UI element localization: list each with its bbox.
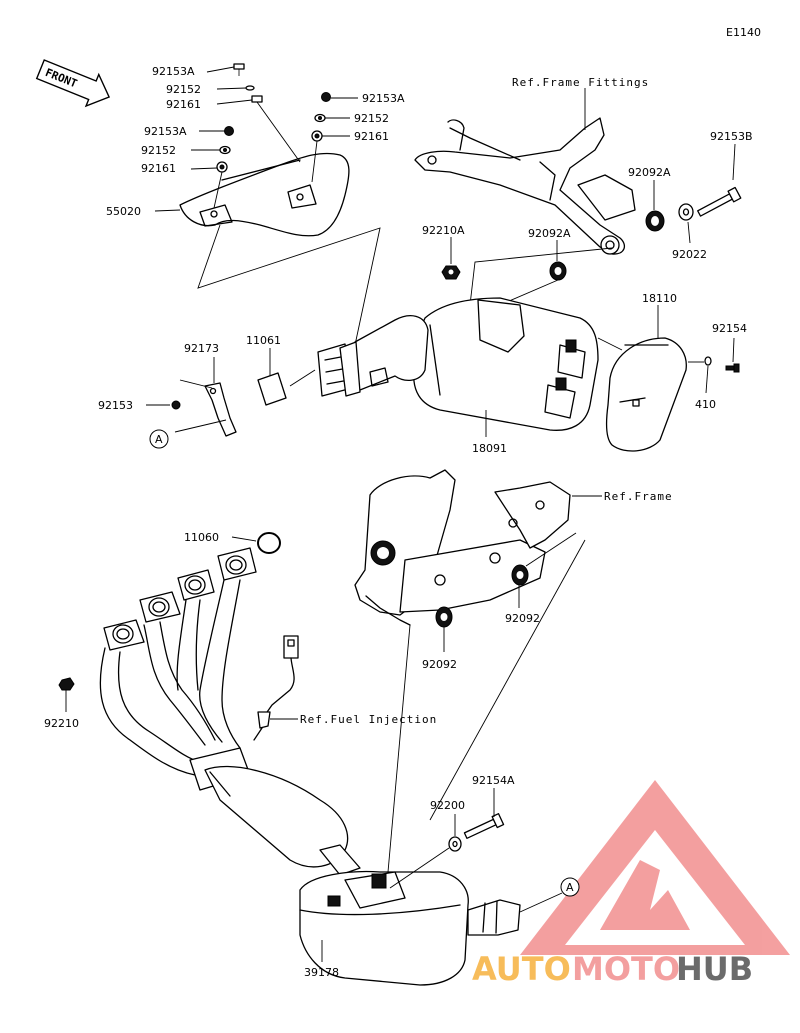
nut-92210 <box>58 677 75 691</box>
watermark-auto: AUTO <box>472 950 571 988</box>
gasket-11061 <box>257 372 287 406</box>
watermark-moto: MOTO <box>572 950 680 988</box>
collar-92161-1 <box>251 95 263 103</box>
callout-92092-2: 92092 <box>422 658 457 671</box>
callout-92152-3: 92152 <box>354 112 389 125</box>
bolt-92154A <box>463 813 505 839</box>
frame-fittings-bracket <box>414 117 636 255</box>
callout-92161-3: 92161 <box>354 130 389 143</box>
svg-text:A: A <box>566 881 574 894</box>
oxygen-sensor <box>253 635 299 741</box>
damper-92092-1 <box>511 564 529 586</box>
callout-92210A: 92210A <box>422 224 465 237</box>
heat-guard-55020 <box>179 152 350 237</box>
washer-92152-2 <box>314 113 326 123</box>
clamp-92173 <box>204 382 237 437</box>
screw-92153A-3 <box>224 126 234 136</box>
washer-92152-3 <box>219 145 231 155</box>
callout-18091: 18091 <box>472 442 507 455</box>
watermark-logo: AUTO MOTO HUB <box>472 780 790 988</box>
gasket-11060 <box>257 532 281 554</box>
callout-92092A-2: 92092A <box>528 227 571 240</box>
callout-92153A-1: 92153A <box>152 65 195 78</box>
screw-92153A-2 <box>321 92 331 102</box>
flange-4 <box>217 547 257 581</box>
damper-92092-2 <box>435 606 453 628</box>
muffler-18091 <box>317 297 599 431</box>
callout-92210: 92210 <box>44 717 79 730</box>
callout-410: 410 <box>695 398 716 411</box>
damper-92092A-2 <box>549 261 567 281</box>
front-arrow-icon: FRONT <box>35 59 111 108</box>
callout-92154: 92154 <box>712 322 747 335</box>
washer-92152-1 <box>245 85 255 91</box>
callout-92022: 92022 <box>672 248 707 261</box>
nut-92210A <box>441 265 461 280</box>
callout-18110: 18110 <box>642 292 677 305</box>
watermark-hub: HUB <box>676 950 753 988</box>
reference-marker-a-2: A <box>560 877 580 897</box>
screw-92153A-1 <box>233 63 245 76</box>
ref-frame: Ref.Frame <box>604 490 673 503</box>
silencer-39178 <box>299 870 521 986</box>
callout-92153A-2: 92153A <box>144 125 187 138</box>
ref-fuel-injection: Ref.Fuel Injection <box>300 713 437 726</box>
exhaust-header-pipe <box>99 547 361 876</box>
callout-11060: 11060 <box>184 531 219 544</box>
end-cover-18110 <box>605 337 687 452</box>
flange-3 <box>177 569 215 601</box>
collar-92161-3 <box>216 161 228 173</box>
callout-92200: 92200 <box>430 799 465 812</box>
bolt-92153B <box>697 186 742 217</box>
callout-92152-2: 92152 <box>141 144 176 157</box>
bolt-92154 <box>725 363 740 373</box>
flange-2 <box>139 591 181 623</box>
callout-92153: 92153 <box>98 399 133 412</box>
callout-92092A-1: 92092A <box>628 166 671 179</box>
callout-55020: 55020 <box>106 205 141 218</box>
callout-92161-1: 92161 <box>166 98 201 111</box>
callout-92152-1: 92152 <box>166 83 201 96</box>
callout-11061: 11061 <box>246 334 281 347</box>
frame-rear-section <box>354 469 571 626</box>
callout-92092-1: 92092 <box>505 612 540 625</box>
collar-92161-2 <box>311 130 323 142</box>
flange-1 <box>103 619 145 651</box>
callout-92173: 92173 <box>184 342 219 355</box>
washer-92200 <box>448 836 462 852</box>
washer-92022 <box>678 203 694 221</box>
callout-39178: 39178 <box>304 966 339 979</box>
svg-text:A: A <box>155 433 163 446</box>
callout-92154A: 92154A <box>472 774 515 787</box>
diagram-code: E1140 <box>726 26 761 39</box>
callout-92153A-3: 92153A <box>362 92 405 105</box>
ref-frame-fittings: Ref.Frame Fittings <box>512 76 649 89</box>
reference-marker-a-1: A <box>149 429 169 449</box>
callout-92153B: 92153B <box>710 130 753 143</box>
bolt-92153 <box>171 400 181 410</box>
damper-92092A-1 <box>645 210 665 232</box>
callout-92161-2: 92161 <box>141 162 176 175</box>
washer-410 <box>704 356 712 366</box>
